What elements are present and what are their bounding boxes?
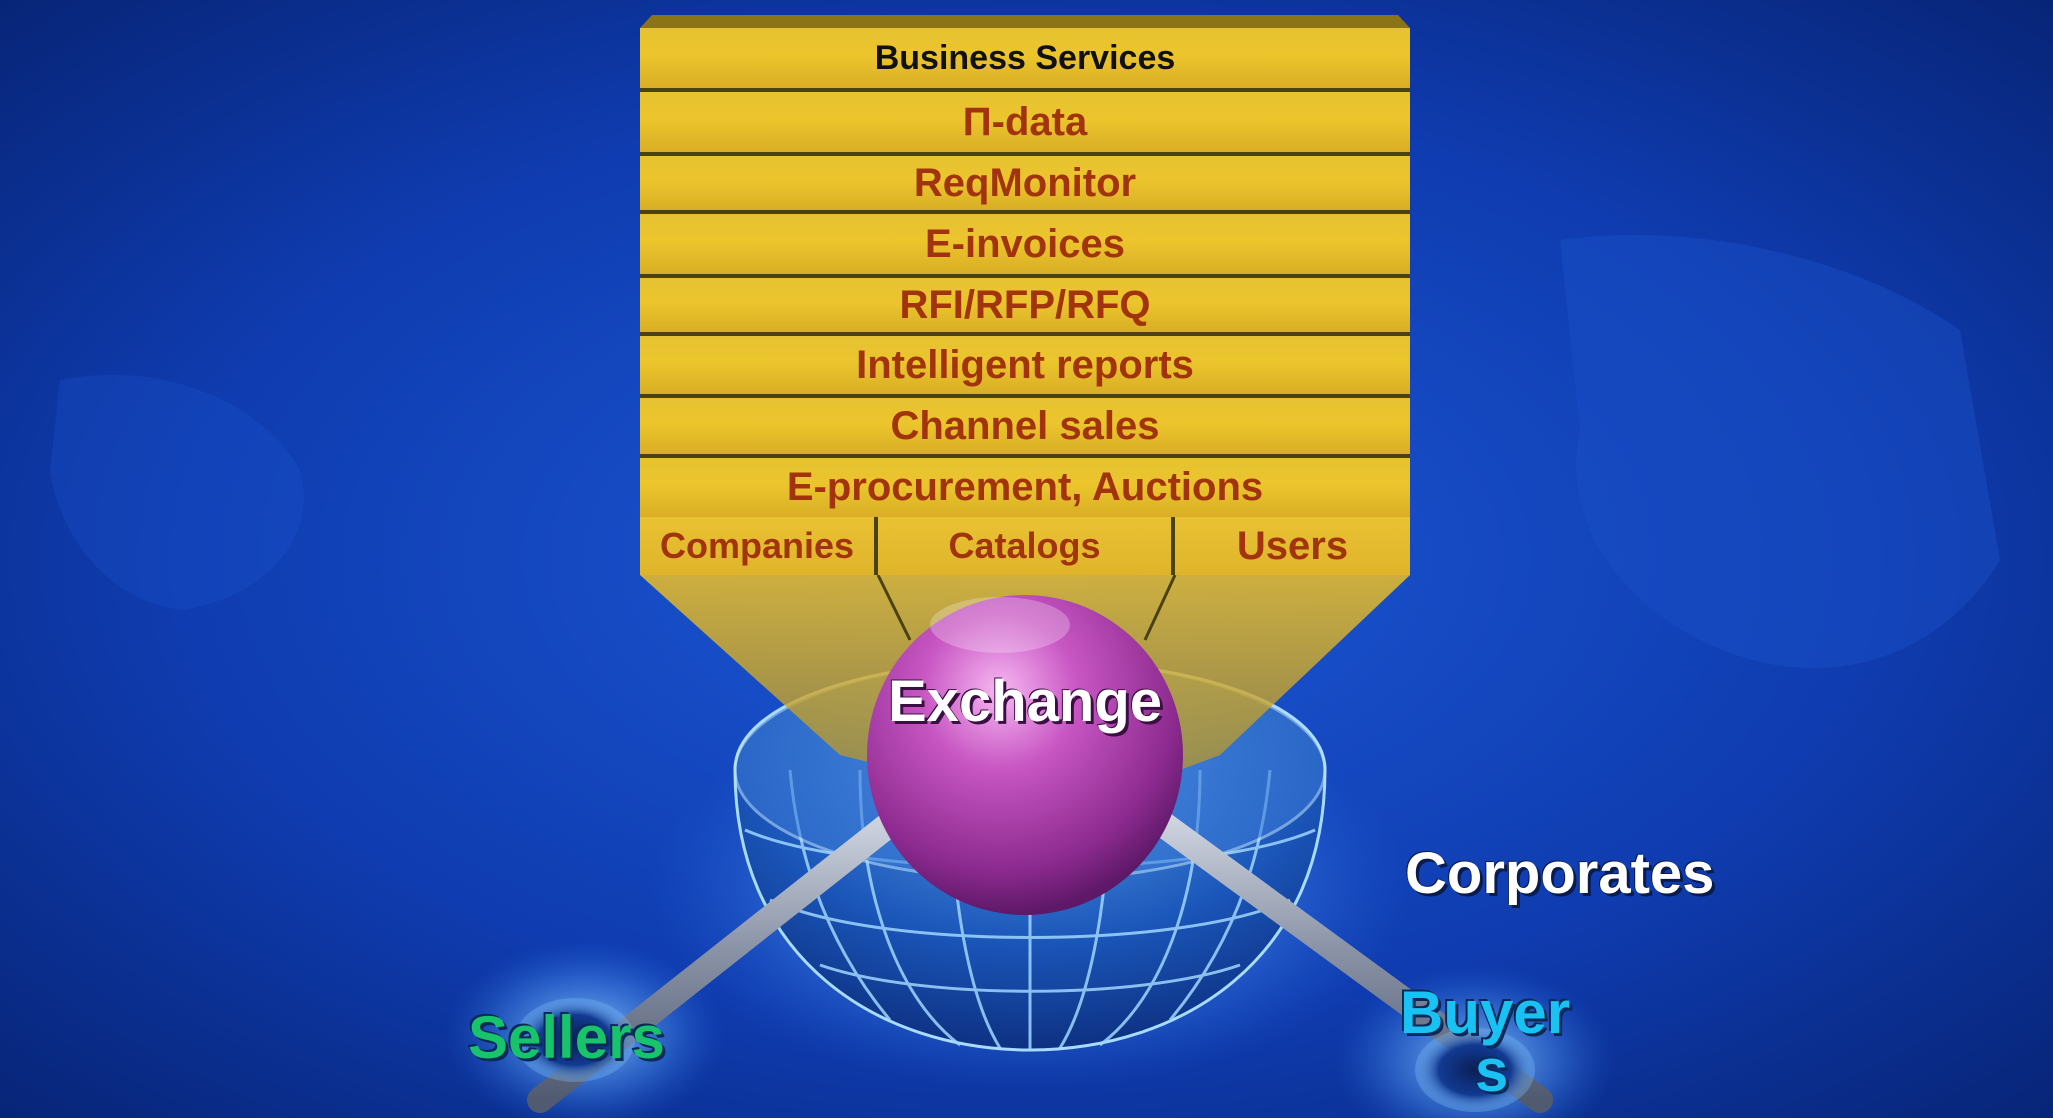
exchange-sphere xyxy=(867,595,1183,915)
world-map-shadow-2 xyxy=(50,374,304,610)
buyers-label-line1: Buyer xyxy=(1400,979,1571,1046)
business-services-header: Business Services xyxy=(640,28,1410,92)
buyers-node xyxy=(1415,1028,1535,1112)
layer-intelligent-reports: Intelligent reports xyxy=(640,336,1410,398)
sellers-label: Sellers xyxy=(468,1004,665,1071)
catalogs-users-divider-line xyxy=(1143,574,1177,641)
layer-reqmonitor: ReqMonitor xyxy=(640,156,1410,214)
cell-users: Users xyxy=(1175,517,1410,575)
cell-catalogs: Catalogs xyxy=(878,517,1175,575)
exchange-sphere-highlight xyxy=(930,597,1070,653)
world-map-shadow xyxy=(1560,234,2000,669)
layer-pi-data: Π-data xyxy=(640,92,1410,156)
sellers-node xyxy=(515,998,635,1082)
layer-channel-sales: Channel sales xyxy=(640,398,1410,458)
layer-rfi-rfp-rfq: RFI/RFP/RFQ xyxy=(640,278,1410,336)
companies-catalogs-divider-line xyxy=(876,574,912,641)
cell-companies: Companies xyxy=(640,517,878,575)
layer-e-invoices: E-invoices xyxy=(640,214,1410,278)
layer-e-procurement: E-procurement, Auctions xyxy=(640,458,1410,517)
buyers-label-line2: s xyxy=(1475,1037,1509,1104)
panel-top-bevel xyxy=(640,15,1410,28)
corporates-label: Corporates xyxy=(1405,841,1715,906)
exchange-label: Exchange xyxy=(888,669,1162,734)
